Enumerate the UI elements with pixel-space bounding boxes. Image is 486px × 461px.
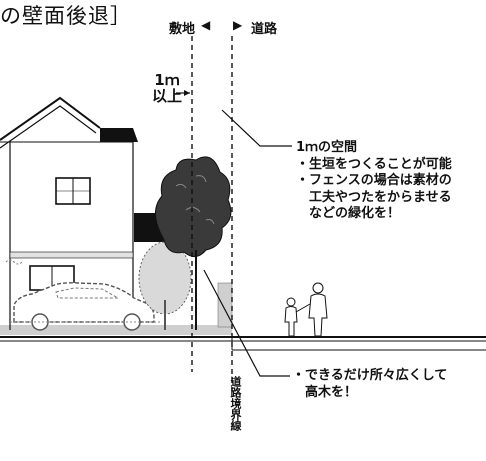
ground xyxy=(0,325,486,351)
arrow-right-icon: ▶ xyxy=(233,18,243,32)
distance-value: 1ｍ xyxy=(154,71,180,89)
space-note: 1ｍの空間 ・生垣をつくることが可能 ・フェンスの場合は素材の 工夫やつたをから… xyxy=(296,140,452,223)
tall-tree xyxy=(155,156,232,330)
shrub-tree xyxy=(138,241,192,330)
space-note-title: 1ｍの空間 xyxy=(296,140,358,155)
arrow-left-icon: ◀ xyxy=(201,18,211,32)
pedestrians xyxy=(284,282,328,337)
low-wall xyxy=(217,282,233,328)
page-title: の壁面後退］ xyxy=(0,4,132,28)
space-note-line: ・フェンスの場合は素材の xyxy=(296,173,452,188)
distance-qualifier: 以上 xyxy=(152,87,183,105)
tree-leader-line xyxy=(203,269,290,377)
road-label: 道路 xyxy=(251,22,278,37)
space-note-line: 工夫やつたをからませる xyxy=(309,189,452,205)
house xyxy=(0,96,138,330)
boundary-line-label: 道路境界線 xyxy=(229,376,242,431)
car xyxy=(10,282,160,331)
space-leader-line xyxy=(221,109,292,147)
setback-distance-label: 1ｍ 以上 xyxy=(152,72,182,104)
site-label: 敷地 xyxy=(169,22,196,37)
setback-dimension xyxy=(176,90,190,96)
tree-note-line: ・できるだけ所々広くして xyxy=(292,368,448,383)
space-note-line: ・生垣をつくることが可能 xyxy=(296,156,452,172)
tree-note-line: 高木を！ xyxy=(305,384,358,400)
tree-note: ・できるだけ所々広くして 高木を！ xyxy=(292,368,447,401)
space-note-line: などの緑化を！ xyxy=(309,206,401,221)
